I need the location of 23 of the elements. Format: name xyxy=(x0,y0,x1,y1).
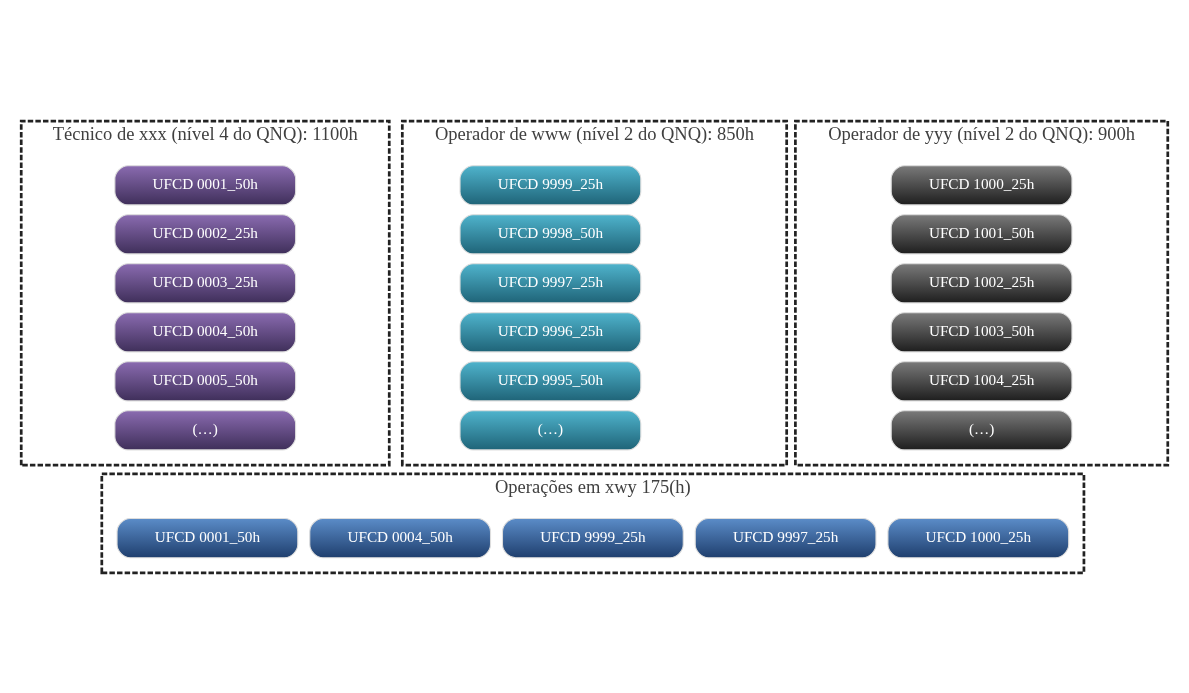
node-box: UFCD 0004_50h xyxy=(114,311,297,352)
node-box: UFCD 9997_25h xyxy=(459,262,642,303)
node-box: UFCD 1003_50h xyxy=(890,311,1073,352)
node-box: UFCD 0002_25h xyxy=(114,213,297,254)
node-box: UFCD 0001_50h xyxy=(114,164,297,205)
node-box: UFCD 0005_50h xyxy=(114,360,297,401)
node-box: UFCD 9995_50h xyxy=(459,360,642,401)
node-box: UFCD 9996_25h xyxy=(459,311,642,352)
node-box: UFCD 9999_25h xyxy=(501,517,684,558)
node-box: UFCD 1002_25h xyxy=(890,262,1073,303)
node-box: UFCD 0001_50h xyxy=(116,517,299,558)
node-box: (…) xyxy=(890,409,1073,450)
node-box: UFCD 0003_25h xyxy=(114,262,297,303)
node-box: UFCD 1000_25h xyxy=(887,517,1070,558)
node-box: UFCD 1004_25h xyxy=(890,360,1073,401)
node-box: UFCD 1001_50h xyxy=(890,213,1073,254)
node-box: UFCD 1000_25h xyxy=(890,164,1073,205)
node-box: UFCD 0004_50h xyxy=(309,517,492,558)
node-box: (…) xyxy=(114,409,297,450)
node-box: UFCD 9998_50h xyxy=(459,213,642,254)
node-box: (…) xyxy=(459,409,642,450)
node-box: UFCD 9999_25h xyxy=(459,164,642,205)
node-box: UFCD 9997_25h xyxy=(694,517,877,558)
